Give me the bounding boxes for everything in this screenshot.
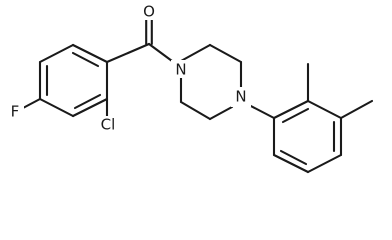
atom-nitrogen-2: N: [235, 88, 246, 106]
bond-ring-b-4: [306, 153, 343, 174]
bond-ring-a-inner-1: [71, 51, 100, 68]
bond-ring-b-5: [272, 153, 310, 174]
atom-fluorine: F: [11, 103, 20, 121]
bond-ring-b-1: [272, 99, 310, 120]
bond-ring-a-5: [71, 97, 109, 118]
bond-carbonyl-to-ring-a: [105, 42, 151, 64]
bond-carbonyl-to-n1: [147, 42, 174, 63]
bond-c-f: [21, 97, 42, 110]
bond-pip-1: [179, 43, 212, 63]
bond-methyl-3: [339, 99, 374, 120]
bond-pip-4: [208, 105, 234, 121]
bond-pip-5: [179, 100, 212, 121]
chemical-structure-diagram: O N N F Cl: [6, 2, 374, 174]
atom-nitrogen-1: N: [175, 61, 186, 79]
bond-ring-b-inner-3: [279, 149, 308, 166]
bond-n2-to-ring-b: [245, 102, 276, 120]
bonds: [21, 18, 374, 174]
bond-ring-a-1: [71, 43, 109, 64]
bond-ring-b-2: [306, 99, 343, 120]
bond-ring-b-inner-1: [281, 107, 310, 124]
atom-chlorine: Cl: [101, 116, 116, 134]
atom-oxygen: O: [143, 3, 155, 21]
bond-ring-a-4: [38, 97, 75, 118]
bond-ring-a-2: [38, 43, 75, 64]
bond-ring-a-inner-3: [73, 93, 102, 110]
atom-labels: O N N F Cl: [6, 2, 251, 134]
bond-pip-2: [208, 43, 243, 64]
